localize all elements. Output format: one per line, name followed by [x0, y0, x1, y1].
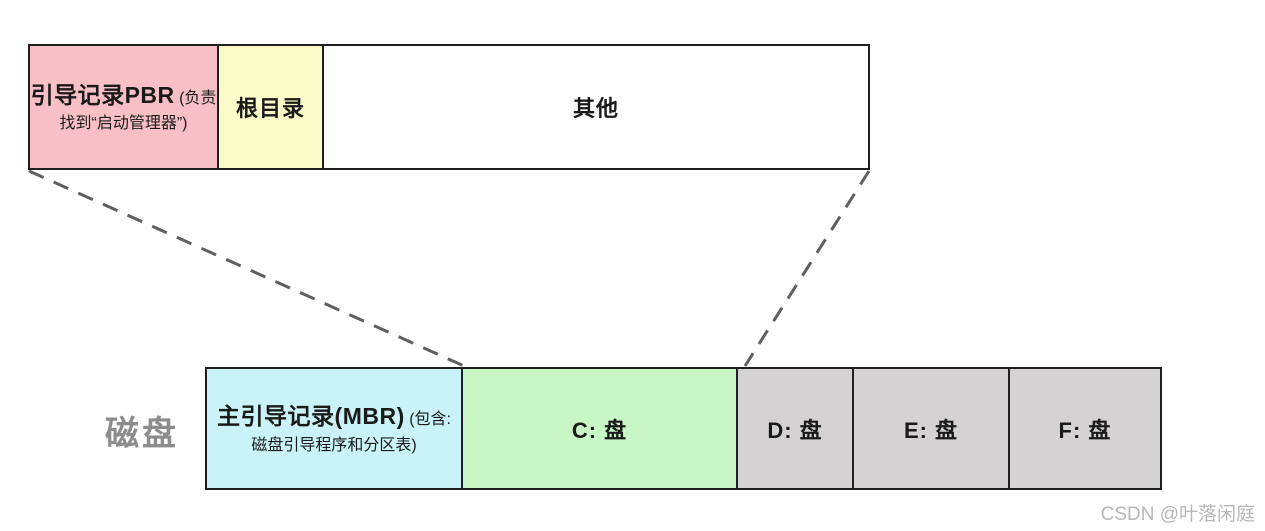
mbr-note-part2: 磁盘引导程序和分区表) [251, 436, 417, 454]
mbr-cell: 主引导记录(MBR) (包含: 磁盘引导程序和分区表) [207, 369, 463, 488]
pbr-note-part2: 找到“启动管理器”) [59, 115, 188, 133]
root-directory-label: 根目录 [235, 96, 305, 121]
pbr-note-part1: (负责 [179, 89, 217, 107]
mbr-note-part1: (包含: [409, 411, 451, 429]
e-drive-label: E: 盘 [903, 417, 959, 443]
c-drive-label: C: 盘 [571, 417, 628, 443]
root-directory-cell: 根目录 [219, 46, 324, 168]
csdn-watermark: CSDN @叶落闲庭 [1100, 504, 1255, 525]
mbr-cell-text: 主引导记录(MBR) (包含: 磁盘引导程序和分区表) [217, 400, 451, 457]
zoom-connector-left-line [28, 169, 465, 368]
e-drive-cell: E: 盘 [854, 369, 1010, 488]
mbr-main-label: 主引导记录(MBR) [217, 403, 405, 430]
c-partition-zoom-bar: 引导记录PBR (负责 找到“启动管理器”) 根目录 其他 [28, 44, 870, 170]
d-drive-label: D: 盘 [767, 417, 823, 443]
f-drive-label: F: 盘 [1058, 417, 1112, 443]
pbr-main-label: 引导记录PBR [30, 81, 175, 108]
other-label: 其他 [572, 96, 619, 121]
f-drive-cell: F: 盘 [1010, 369, 1160, 488]
c-drive-cell: C: 盘 [463, 369, 738, 488]
disk-bar: 主引导记录(MBR) (包含: 磁盘引导程序和分区表) C: 盘 D: 盘 E:… [205, 367, 1162, 490]
other-cell: 其他 [324, 46, 868, 168]
pbr-cell-text: 引导记录PBR (负责 找到“启动管理器”) [31, 79, 217, 136]
zoom-connector-right-line [743, 170, 871, 367]
pbr-cell: 引导记录PBR (负责 找到“启动管理器”) [30, 46, 219, 168]
d-drive-cell: D: 盘 [738, 369, 854, 488]
disk-caption: 磁盘 [105, 415, 179, 453]
